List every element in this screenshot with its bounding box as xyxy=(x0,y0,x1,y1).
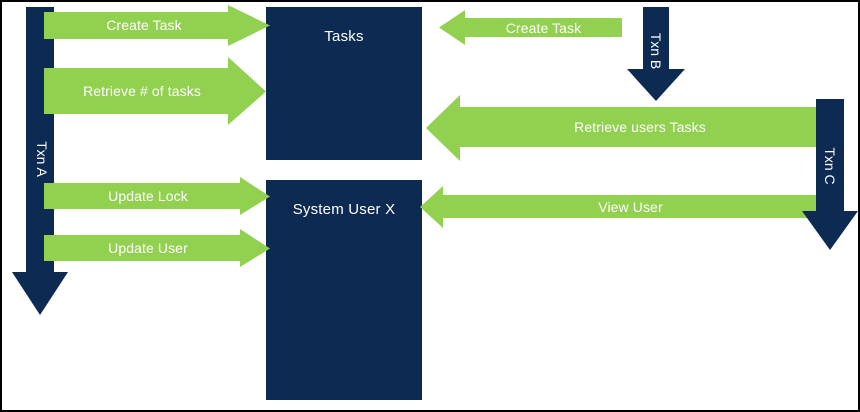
txn-c-arrow[interactable]: Txn C xyxy=(800,99,858,251)
message-view-user-arrow[interactable]: View User xyxy=(420,186,818,228)
message-create-task-right-arrow[interactable]: Create Task xyxy=(439,10,622,45)
message-create-task-left-arrow[interactable]: Create Task xyxy=(44,5,270,47)
entity-system-user-x-label: System User X xyxy=(292,201,396,218)
entity-tasks-label: Tasks xyxy=(324,28,364,45)
entity-tasks-box[interactable]: Tasks xyxy=(266,7,422,160)
message-update-user-arrow[interactable]: Update User xyxy=(44,229,270,268)
message-retrieve-num-tasks-arrow[interactable]: Retrieve # of tasks xyxy=(44,57,266,126)
message-retrieve-users-tasks-arrow[interactable]: Retrieve users Tasks xyxy=(426,95,820,161)
message-update-lock-arrow[interactable]: Update Lock xyxy=(44,177,270,216)
entity-system-user-x-box[interactable]: System User X xyxy=(266,180,422,400)
txn-a-arrow[interactable]: Txn A xyxy=(6,7,78,317)
txn-b-arrow[interactable]: Txn B xyxy=(626,7,686,102)
